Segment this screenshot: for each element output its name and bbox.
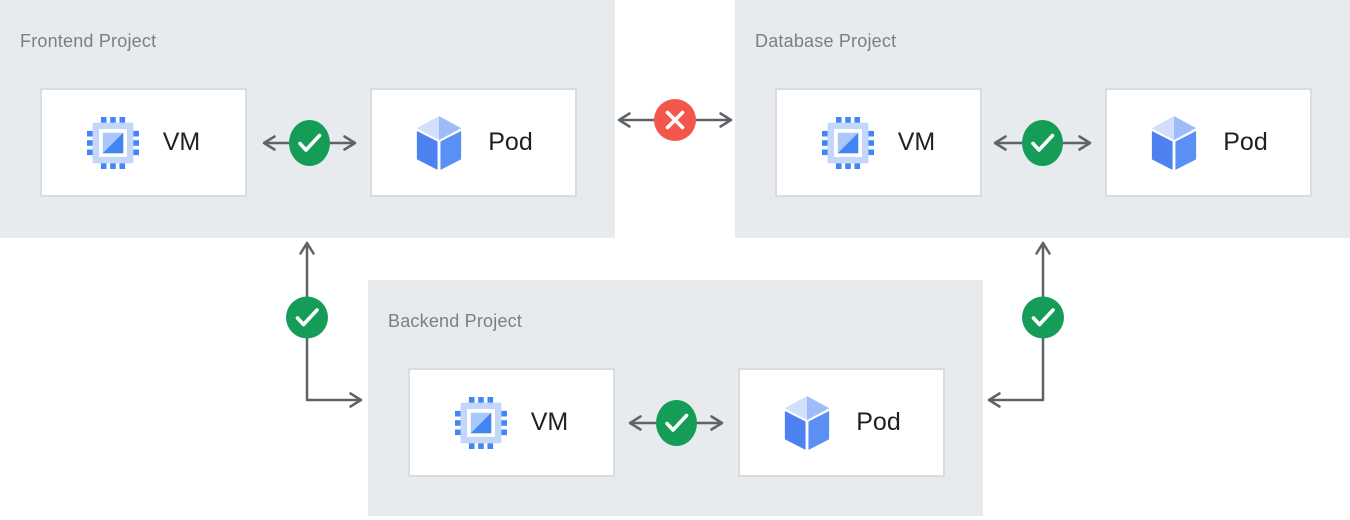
arrowhead-left xyxy=(617,112,631,128)
node-frontend-pod: Pod xyxy=(370,88,577,197)
arrowhead-right xyxy=(349,392,363,408)
arrow-line xyxy=(990,243,1045,402)
node-database-pod: Pod xyxy=(1105,88,1312,197)
node-database-vm: VM xyxy=(775,88,982,197)
check-circle-icon xyxy=(286,296,328,339)
x-circle-icon xyxy=(654,99,696,141)
node-label-vm: VM xyxy=(530,408,569,436)
arrow-line xyxy=(305,243,360,402)
kubernetes-pod-icon xyxy=(1152,115,1197,170)
node-label-pod: Pod xyxy=(1223,128,1268,156)
project-backend: Backend Project VM xyxy=(368,280,983,516)
node-label-pod: Pod xyxy=(856,408,901,436)
node-label-vm: VM xyxy=(162,128,201,156)
node-frontend-vm: VM xyxy=(40,88,247,197)
project-frontend: Frontend Project VM xyxy=(0,0,615,238)
connection-database-backend xyxy=(987,241,1051,408)
compute-engine-vm-icon xyxy=(821,116,874,169)
kubernetes-pod-icon xyxy=(417,115,462,170)
connection-frontend-backend xyxy=(299,241,363,408)
project-database: Database Project VM xyxy=(735,0,1350,238)
node-label-pod: Pod xyxy=(488,128,533,156)
check-circle-icon xyxy=(1022,296,1064,339)
project-title-backend: Backend Project xyxy=(388,311,523,331)
node-backend-pod: Pod xyxy=(738,368,945,477)
arrowhead-up xyxy=(299,241,315,255)
compute-engine-vm-icon xyxy=(86,116,139,169)
node-backend-vm: VM xyxy=(408,368,615,477)
project-title-frontend: Frontend Project xyxy=(20,31,157,51)
compute-engine-vm-icon xyxy=(454,396,507,449)
project-title-database: Database Project xyxy=(755,31,897,51)
arrowhead-left xyxy=(987,392,1001,408)
connection-frontend-database xyxy=(617,112,733,128)
kubernetes-pod-icon xyxy=(785,395,830,450)
arrowhead-right xyxy=(719,112,733,128)
node-label-vm: VM xyxy=(897,128,936,156)
arrowhead-up xyxy=(1035,241,1051,255)
